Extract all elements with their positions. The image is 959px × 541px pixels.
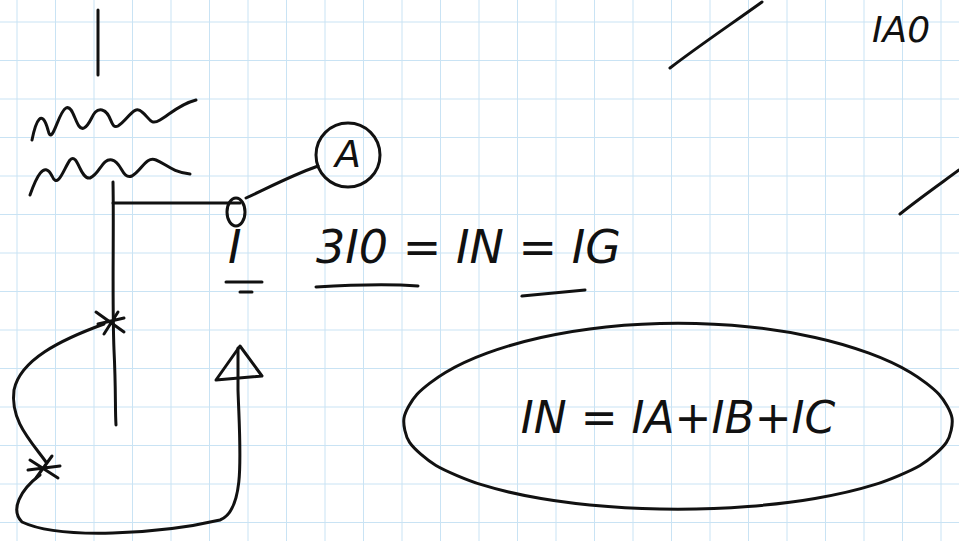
grid-line (17, 0, 18, 541)
grid-line (825, 0, 826, 541)
fault-mark (96, 312, 124, 334)
grid-line (132, 0, 133, 541)
underline-3i0 (316, 285, 418, 287)
grid-line (248, 0, 249, 541)
grid-line (0, 99, 959, 100)
grid-line (209, 0, 210, 541)
grid-line (787, 0, 788, 541)
equation-ellipse: IN = IA+IB+IC (401, 322, 955, 514)
grid-line (0, 330, 959, 331)
circle-outline (316, 123, 380, 187)
grid-line (0, 445, 959, 446)
grid-line (710, 0, 711, 541)
grid-line (633, 0, 634, 541)
grid-line (0, 60, 959, 61)
primary-coil (32, 100, 196, 140)
grid-line (171, 0, 172, 541)
ellipse-outline (404, 323, 952, 509)
grid-line (902, 0, 903, 541)
ammeter-circle: A (314, 121, 382, 189)
meter-lead (246, 166, 318, 198)
phasor-label: IA0 (872, 10, 930, 50)
underline-i (226, 282, 262, 292)
phasor-stroke (900, 170, 959, 214)
grid-line (0, 522, 959, 523)
grid-line (941, 0, 942, 541)
grid-line (55, 0, 56, 541)
node-text: IN = IA+IB+IC (521, 394, 835, 442)
secondary-coil (30, 159, 190, 195)
current-symbol: I (228, 222, 242, 273)
grid-line (748, 0, 749, 541)
grid-line (0, 22, 959, 23)
underline-in (522, 290, 585, 296)
arrow-head (216, 346, 262, 380)
grid-line (0, 291, 959, 292)
neutral-tap (113, 202, 240, 205)
grid-line (864, 0, 865, 541)
neutral-conductor (113, 182, 116, 425)
grid-line (0, 176, 959, 177)
phasor-stroke (670, 2, 762, 68)
grid-line (0, 214, 959, 215)
node-text: A (335, 134, 361, 176)
grid-line (0, 137, 959, 138)
grid-line (94, 0, 95, 541)
fault-path (13, 324, 104, 462)
source-lead (97, 10, 100, 75)
grid-line (0, 368, 959, 369)
grid-line (286, 0, 287, 541)
return-path (17, 348, 240, 533)
grid-line (671, 0, 672, 541)
equation-text: 3I0 = IN = IG (316, 222, 621, 273)
